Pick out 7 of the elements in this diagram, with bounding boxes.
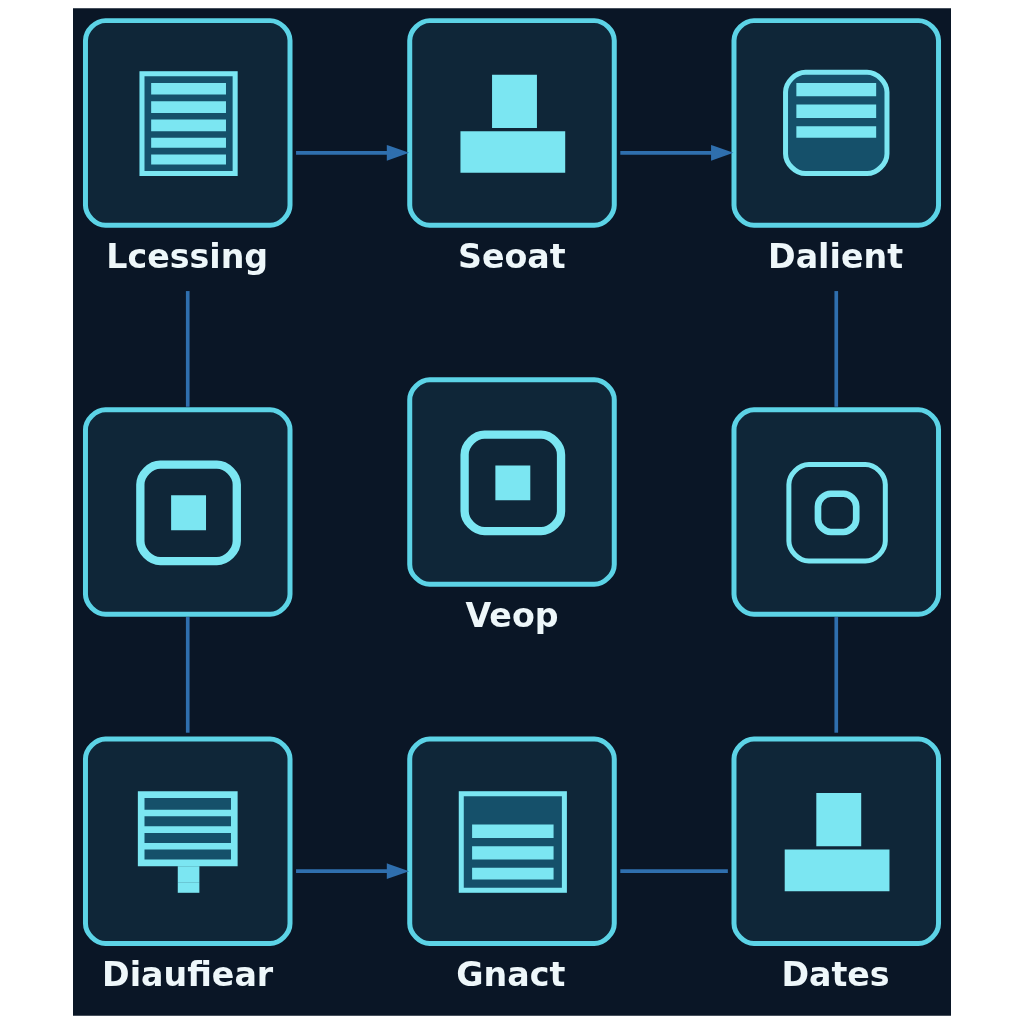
node-label: Diaufiear <box>102 954 274 994</box>
node-label: Dalient <box>768 236 904 276</box>
node-label: Gnact <box>456 954 566 994</box>
node-label: Lcessing <box>106 236 269 276</box>
node-label: Dates <box>781 954 890 994</box>
node-label: Seoat <box>457 236 566 276</box>
node-label: Veop <box>465 595 559 635</box>
